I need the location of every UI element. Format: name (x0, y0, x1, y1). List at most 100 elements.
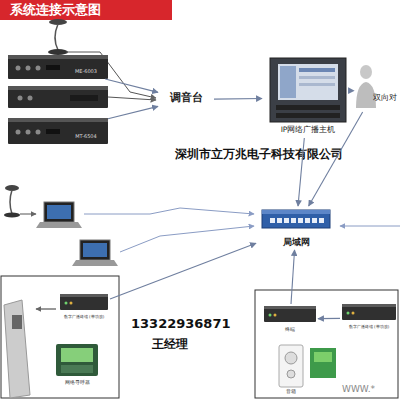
wire (20, 214, 36, 215)
device-graphic (270, 58, 346, 122)
node-label: IP网络广播主机 (262, 126, 354, 134)
device-graphic (285, 352, 297, 364)
wire (84, 208, 254, 214)
microphone (48, 49, 68, 55)
connector-arrow (298, 138, 304, 206)
device-graphic (46, 65, 60, 70)
device-graphic (291, 218, 296, 223)
device-graphic (60, 294, 108, 310)
rack-device (28, 96, 33, 101)
wire (120, 226, 254, 252)
laptop (36, 202, 82, 228)
laptop (72, 240, 118, 266)
group-frame (255, 290, 398, 398)
device-graphic (298, 218, 303, 223)
handheld-device (12, 315, 22, 329)
node-label: 网络寻呼器 (52, 381, 102, 386)
device-graphic (277, 218, 282, 223)
device-graphic (319, 218, 324, 223)
rack-device (8, 86, 108, 108)
connector-arrow (309, 112, 363, 206)
rack-device: ME-6003 (8, 55, 108, 79)
speaker-box: 音箱 (276, 344, 306, 396)
terminal-board (310, 348, 336, 378)
rack-device (70, 95, 98, 101)
terminal-board (314, 352, 332, 362)
device-graphic (36, 130, 41, 135)
mixer-label-box: 调音台 (158, 91, 214, 108)
microphone (4, 185, 20, 218)
device-graphic (274, 314, 277, 317)
device-graphic (299, 83, 335, 86)
device-graphic (354, 62, 400, 112)
node-label: 音箱 (276, 389, 306, 395)
diagram-title: 系统连接示意图 (10, 3, 101, 17)
connector-arrow (105, 79, 158, 92)
device-graphic (279, 345, 303, 387)
device-graphic (58, 292, 110, 312)
wire (340, 226, 400, 227)
broadcast-terminal: 数字广播终端 (带功放) (58, 292, 110, 326)
device-graphic (52, 342, 102, 378)
rack-device (8, 86, 108, 90)
device-graphic (8, 118, 108, 144)
microphone (4, 213, 20, 218)
device-graphic (278, 64, 338, 100)
handheld-device (4, 300, 30, 398)
device-graphic (340, 302, 398, 322)
device-graphic (270, 218, 275, 223)
device-graphic (360, 65, 372, 79)
intercom-device: 双向对 (354, 62, 400, 112)
laptop (83, 243, 107, 257)
device-graphic (352, 312, 355, 315)
device-graphic (8, 118, 108, 144)
phone-number: 13322936871 (131, 317, 231, 331)
wire (84, 208, 400, 252)
device-graphic (8, 55, 108, 79)
watermark: WWW.* (342, 385, 375, 395)
device-graphic (276, 113, 340, 118)
node-label: 局域网 (256, 238, 336, 248)
device-graphic (60, 294, 108, 297)
device-graphic (65, 302, 68, 305)
broadcast-terminal: 终端 (262, 304, 318, 334)
connector-arrow (110, 243, 256, 299)
device-graphic (16, 130, 21, 135)
device-graphic (264, 306, 316, 322)
device-graphic (312, 218, 317, 223)
connector-arrow (291, 250, 295, 304)
handheld-device (4, 300, 30, 398)
node-label: ME-6003 (66, 69, 106, 75)
device-graphic (26, 130, 31, 135)
broadcast-host: IP网络广播主机 (262, 58, 354, 138)
contact-name: 王经理 (152, 338, 188, 351)
rack-device (8, 86, 108, 108)
node-label: 数字广播终端 (带功放) (340, 325, 398, 329)
wire (36, 309, 56, 310)
broadcast-terminal: 数字广播终端 (带功放) (340, 302, 398, 334)
device-graphic (8, 55, 108, 59)
device-graphic (46, 129, 60, 134)
device-graphic (61, 365, 93, 373)
microphone (55, 24, 58, 50)
device-graphic (36, 66, 41, 71)
node-label: 数字广播终端 (带功放) (58, 315, 110, 319)
company-name: 深圳市立万兆电子科技有限公司 (175, 148, 343, 161)
laptop (47, 205, 71, 219)
device-graphic (305, 218, 310, 223)
connector-arrow (214, 98, 262, 100)
laptop (72, 260, 118, 266)
device-graphic (276, 105, 340, 110)
device-graphic (16, 66, 21, 71)
network-pager: 网络寻呼器 (52, 342, 102, 388)
device-graphic (262, 210, 330, 228)
node-label: 双向对 (370, 94, 400, 103)
laptop (36, 222, 82, 228)
device-graphic (262, 58, 354, 122)
device-graphic (264, 306, 316, 309)
laptop (80, 240, 110, 260)
device-graphic (262, 210, 330, 214)
node-label: MT-6504 (66, 134, 106, 140)
rack-device: MT-6504 (8, 118, 108, 144)
